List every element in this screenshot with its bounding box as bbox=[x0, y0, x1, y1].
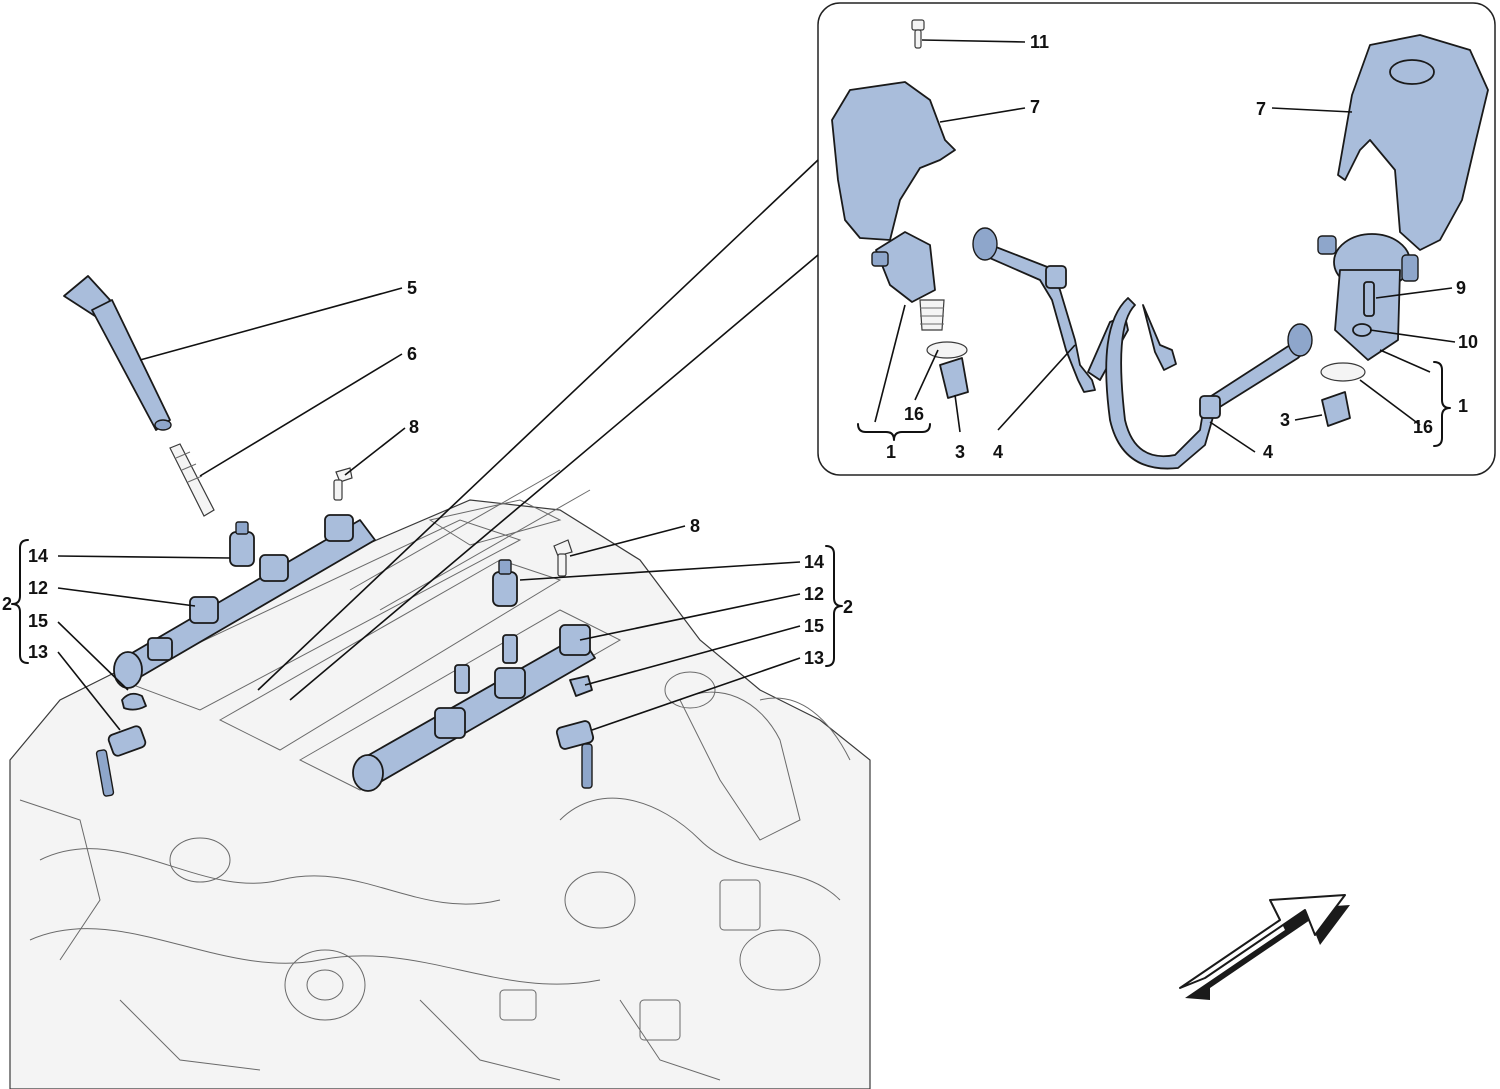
callout-2-left: 2 bbox=[2, 594, 12, 614]
callout-8-top: 8 bbox=[409, 417, 419, 437]
callout-3-inset-right: 3 bbox=[1280, 410, 1290, 430]
callout-16-inset-left: 16 bbox=[904, 404, 924, 424]
callout-3-inset-left: 3 bbox=[955, 442, 965, 462]
fuel-rail-left bbox=[113, 514, 376, 689]
bolt-top bbox=[333, 467, 353, 501]
callout-2-right: 2 bbox=[843, 597, 853, 617]
callout-14-right: 14 bbox=[804, 552, 824, 572]
callout-12-right: 12 bbox=[804, 584, 824, 604]
screw bbox=[1363, 281, 1375, 317]
fuel-rail-right bbox=[352, 624, 596, 792]
callout-5: 5 bbox=[407, 278, 417, 298]
ignition-coil bbox=[63, 275, 172, 431]
engine-block bbox=[9, 469, 871, 1089]
callout-14-left: 14 bbox=[28, 546, 48, 566]
callout-7-inset-left: 7 bbox=[1030, 97, 1040, 117]
clip-left bbox=[121, 692, 147, 711]
pressure-sensor-left bbox=[229, 521, 255, 567]
callout-10: 10 bbox=[1458, 332, 1478, 352]
callout-8-mid: 8 bbox=[690, 516, 700, 536]
seal-ring-left bbox=[926, 341, 968, 359]
callout-4-inset-left: 4 bbox=[993, 442, 1003, 462]
callout-15-right: 15 bbox=[804, 616, 824, 636]
brace-inset-right bbox=[1433, 361, 1451, 447]
hp-fuel-pipe bbox=[972, 227, 1313, 470]
injector-right bbox=[555, 720, 595, 789]
leader-lines bbox=[57, 39, 1456, 731]
projection-line bbox=[289, 254, 819, 701]
clip-right bbox=[569, 675, 593, 697]
callout-16-inset-right: 16 bbox=[1413, 417, 1433, 437]
heat-shield-left bbox=[831, 81, 956, 241]
callout-labels: 1 16 3 4 4 3 16 1 7 7 9 10 11 5 6 8 8 14… bbox=[2, 32, 1478, 668]
spark-plug bbox=[169, 443, 215, 517]
detail-inset-panel bbox=[817, 2, 1496, 476]
callout-1-inset-right: 1 bbox=[1458, 396, 1468, 416]
callout-13-left: 13 bbox=[28, 642, 48, 662]
brace-left-group bbox=[11, 539, 29, 664]
tappet-left bbox=[939, 357, 969, 399]
bolt-mid bbox=[553, 539, 573, 577]
callout-9: 9 bbox=[1456, 278, 1466, 298]
callout-7-inset-right: 7 bbox=[1256, 99, 1266, 119]
direction-arrow-icon bbox=[1179, 894, 1350, 1000]
pressure-sensor-right bbox=[492, 559, 518, 607]
callout-1-inset-left: 1 bbox=[886, 442, 896, 462]
projection-line bbox=[257, 159, 819, 691]
callout-15-left: 15 bbox=[28, 611, 48, 631]
callout-6: 6 bbox=[407, 344, 417, 364]
bolt-inset bbox=[911, 19, 925, 49]
washer bbox=[1352, 323, 1372, 337]
callout-11: 11 bbox=[1030, 32, 1049, 52]
brace-inset-left bbox=[857, 423, 931, 441]
tappet-right bbox=[1321, 391, 1351, 427]
callout-12-left: 12 bbox=[28, 578, 48, 598]
injector-left bbox=[95, 725, 147, 797]
hp-pump-left bbox=[871, 231, 945, 331]
brace-right-group bbox=[825, 545, 843, 667]
seal-ring-right bbox=[1320, 362, 1366, 382]
callout-4-inset-right: 4 bbox=[1263, 442, 1273, 462]
hp-pump-right bbox=[1317, 233, 1419, 361]
heat-shield-right bbox=[1337, 34, 1489, 251]
callout-13-right: 13 bbox=[804, 648, 824, 668]
